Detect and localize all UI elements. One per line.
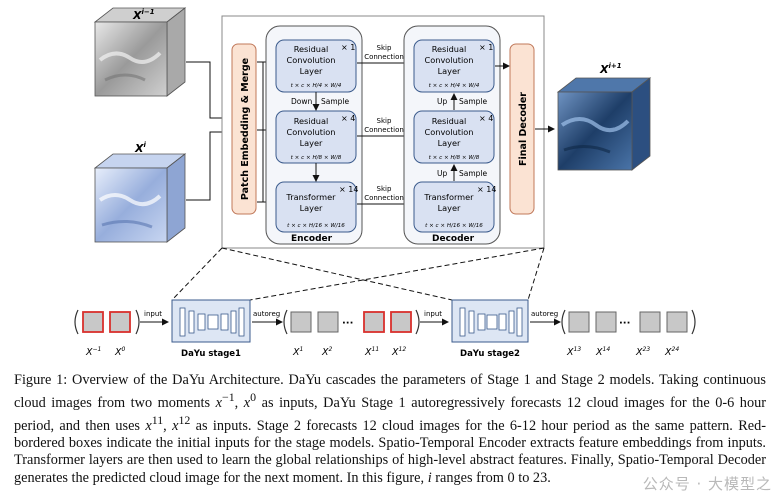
ellipsis-1: ··· [342, 318, 353, 329]
stage2-label: DaYu stage2 [460, 349, 520, 359]
zoom-line-right-1 [221, 247, 453, 301]
skip-connection-2: Skip Connection [357, 117, 411, 140]
seq3-label-4: X24 [664, 346, 679, 358]
svg-text:Layer: Layer [300, 66, 323, 76]
zoom-line-left-2 [249, 247, 545, 301]
stage2-block [451, 299, 529, 343]
seq2-label-1: X1 [292, 346, 303, 358]
input-label-2: input [424, 310, 442, 318]
figure-caption: Figure 1: Overview of the DaYu Architect… [14, 372, 767, 486]
up-label-1: Up [437, 97, 447, 106]
svg-text:Residual: Residual [294, 116, 329, 126]
stage1-block [171, 299, 251, 343]
final-decoder-label: Final Decoder [518, 92, 529, 166]
sample-label-1: Sample [321, 97, 350, 106]
svg-text:× 4: × 4 [341, 114, 355, 123]
output-cube [556, 77, 652, 171]
svg-text:Skip: Skip [377, 117, 392, 125]
architecture-figure: Xi−1 Xi Patch Embedding & Merge Encoder … [74, 7, 696, 359]
cube-prev-label: Xi−1 [132, 8, 155, 22]
svg-text:t × c × H/16 × W/16: t × c × H/16 × W/16 [425, 223, 483, 229]
decoder-block-1: Residual Convolution Layer × 1 t × c × H… [413, 39, 495, 93]
svg-text:× 14: × 14 [477, 185, 496, 194]
seq3-group [561, 309, 696, 335]
seq3-label-2: X14 [595, 346, 610, 358]
svg-text:Transformer: Transformer [285, 192, 336, 202]
zoom-line-left-1 [171, 247, 223, 301]
skip-connection-1: Skip Connection [357, 44, 411, 67]
seq2-label-4: X12 [391, 346, 406, 358]
autoreg-label-1: autoreg [253, 310, 280, 318]
up-sample-label-2: Sample [459, 169, 488, 178]
svg-text:Connection: Connection [364, 126, 404, 134]
input-cube-prev [93, 7, 187, 97]
ellipsis-2: ··· [619, 318, 630, 329]
svg-text:t × c × H/8 × W/8: t × c × H/8 × W/8 [291, 155, 342, 161]
svg-text:Layer: Layer [300, 138, 323, 148]
encoder-block-3: Transformer Layer × 14 t × c × H/16 × W/… [275, 181, 358, 233]
svg-text:Skip: Skip [377, 185, 392, 193]
down-label-1: Down [291, 97, 312, 106]
svg-text:Residual: Residual [294, 44, 329, 54]
svg-text:Residual: Residual [432, 116, 467, 126]
seq2-label-2: X2 [321, 346, 333, 358]
svg-text:Residual: Residual [432, 44, 467, 54]
svg-text:t × c × H/8 × W/8: t × c × H/8 × W/8 [429, 155, 480, 161]
svg-text:× 4: × 4 [479, 114, 493, 123]
seq2-label-3: X11 [364, 346, 379, 358]
arrow-prev-to-patch [186, 61, 233, 122]
input-cube-current [93, 153, 187, 243]
svg-text:Convolution: Convolution [425, 127, 474, 137]
svg-text:Connection: Connection [364, 194, 404, 202]
patch-embedding-label: Patch Embedding & Merge [240, 58, 251, 200]
seq3-label-3: X23 [635, 346, 650, 358]
svg-text:× 1: × 1 [479, 43, 493, 52]
svg-text:Transformer: Transformer [423, 192, 474, 202]
zoom-line-right-2 [527, 247, 545, 301]
seq3-label-1: X13 [566, 346, 581, 358]
seq2-group [283, 309, 420, 335]
stage1-label: DaYu stage1 [181, 349, 241, 359]
watermark: 公众号 · 大模型之 [642, 475, 772, 493]
final-decoder-block [509, 43, 535, 215]
seq1-label-2: X0 [114, 346, 126, 358]
arrow-current-to-patch [186, 128, 233, 201]
svg-text:Layer: Layer [438, 66, 461, 76]
encoder-block-1: Residual Convolution Layer × 1 t × c × H… [275, 39, 357, 93]
svg-text:× 1: × 1 [341, 43, 355, 52]
decoder-title: Decoder [432, 234, 475, 244]
svg-text:Skip: Skip [377, 44, 392, 52]
seq1-label-1: X−1 [85, 346, 101, 358]
skip-connection-3: Skip Connection [357, 185, 411, 208]
decoder-block-2: Residual Convolution Layer × 4 t × c × H… [413, 110, 495, 164]
up-label-2: Up [437, 169, 447, 178]
svg-text:Convolution: Convolution [425, 55, 474, 65]
svg-text:t × c × H/4 × W/4: t × c × H/4 × W/4 [429, 83, 480, 89]
svg-text:Layer: Layer [438, 203, 461, 213]
decoder-block-3: Transformer Layer × 14 t × c × H/16 × W/… [413, 181, 496, 233]
patch-embedding-block [231, 43, 257, 215]
svg-text:t × c × H/4 × W/4: t × c × H/4 × W/4 [291, 83, 342, 89]
svg-text:× 14: × 14 [339, 185, 358, 194]
svg-text:Connection: Connection [364, 53, 404, 61]
up-sample-label-1: Sample [459, 97, 488, 106]
cube-current-label: Xi [134, 141, 146, 155]
svg-text:Convolution: Convolution [287, 55, 336, 65]
seq1-group [74, 309, 140, 335]
encoder-block-2: Residual Convolution Layer × 4 t × c × H… [275, 110, 357, 164]
encoder-title: Encoder [291, 234, 333, 244]
svg-text:Convolution: Convolution [287, 127, 336, 137]
autoreg-label-2: autoreg [531, 310, 558, 318]
svg-text:Layer: Layer [438, 138, 461, 148]
output-cube-label: Xi+1 [599, 62, 622, 76]
svg-text:Layer: Layer [300, 203, 323, 213]
svg-text:t × c × H/16 × W/16: t × c × H/16 × W/16 [287, 223, 345, 229]
input-label-1: input [144, 310, 162, 318]
